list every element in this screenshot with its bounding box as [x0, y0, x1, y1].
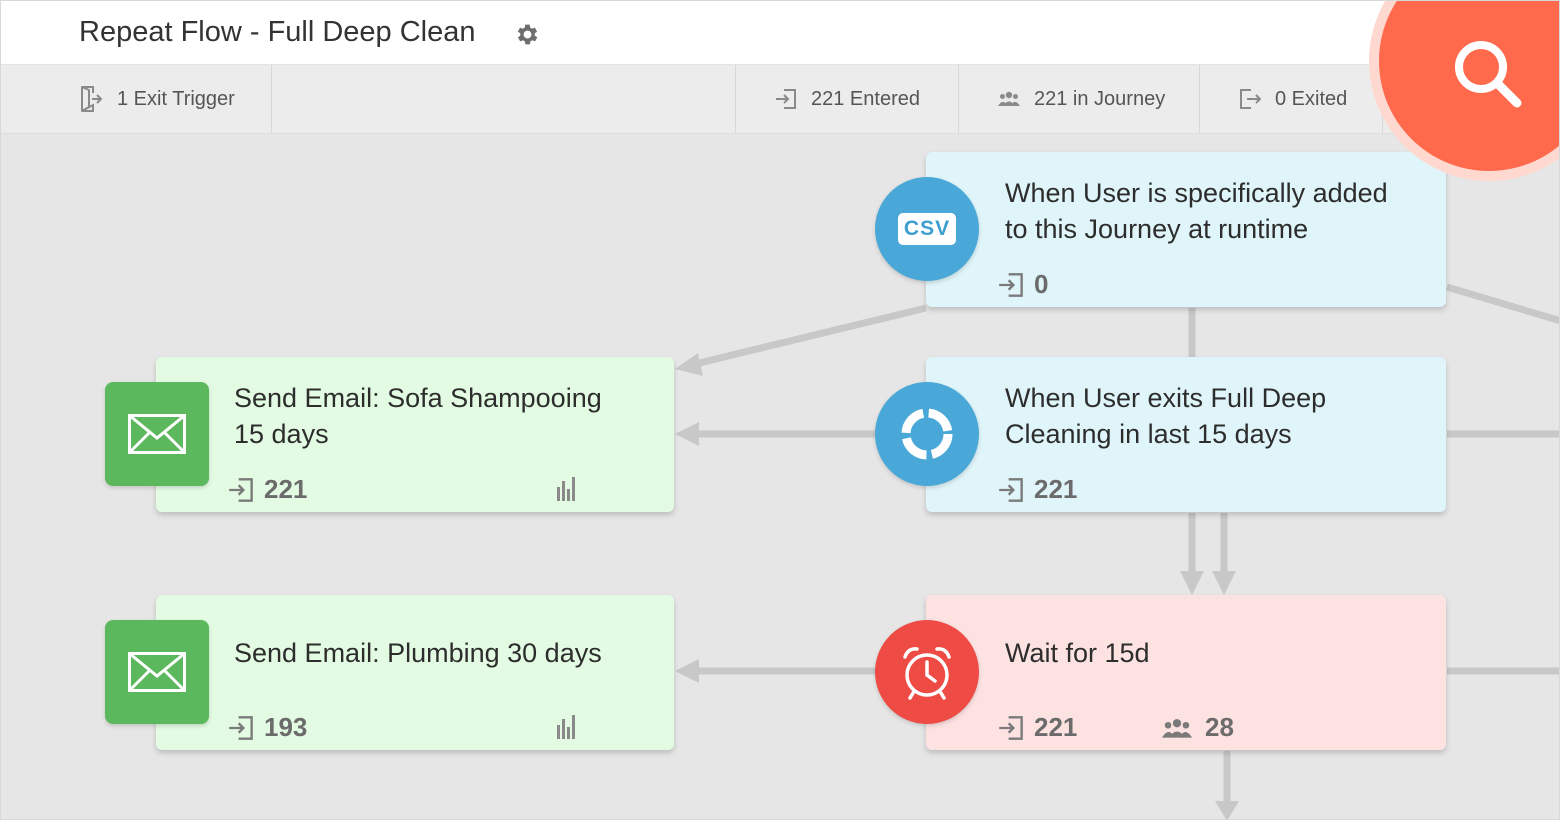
entered-value: 221 [1034, 712, 1078, 742]
node-title: Wait for 15d [1005, 635, 1435, 671]
enter-icon [999, 715, 1023, 740]
gear-icon[interactable] [514, 21, 541, 48]
entered-label: 221 Entered [811, 87, 920, 110]
bar-chart-icon[interactable] [556, 715, 578, 739]
exit-trigger-stat[interactable]: 1 Exit Trigger [79, 65, 235, 133]
node-title-line: Wait for 15d [1005, 638, 1150, 668]
exit-door-icon [81, 86, 103, 112]
header-bar: Repeat Flow - Full Deep Clean [1, 1, 1559, 65]
email-node-plumbing[interactable]: Send Email: Plumbing 30 days 193 [156, 595, 674, 750]
divider [271, 65, 272, 133]
waiting-value: 28 [1205, 712, 1234, 742]
users-icon [1161, 718, 1193, 738]
search-icon [1455, 41, 1522, 108]
in-journey-label: 221 in Journey [1034, 87, 1166, 110]
trigger-node-runtime[interactable]: When User is specifically added to this … [926, 152, 1446, 307]
divider [735, 65, 736, 133]
exit-icon [1240, 89, 1261, 109]
in-journey-stat[interactable]: 221 in Journey [998, 65, 1165, 133]
journey-stats-bar: 1 Exit Trigger 221 Entered 221 in Journe… [1, 65, 1559, 134]
entered-count: 221 [998, 712, 1077, 743]
entered-value: 193 [264, 712, 308, 742]
exit-trigger-label: 1 Exit Trigger [117, 87, 235, 110]
csv-tag: CSV [898, 213, 956, 245]
bar-chart-icon[interactable] [556, 477, 578, 501]
entered-count: 0 [998, 269, 1048, 300]
enter-icon [999, 272, 1023, 297]
node-title: When User exits Full Deep Cleaning in la… [1005, 380, 1435, 452]
node-title-line: Send Email: Sofa Shampooing [234, 383, 602, 413]
enter-icon [776, 89, 796, 109]
entered-stat[interactable]: 221 Entered [775, 65, 920, 133]
divider [1199, 65, 1200, 133]
email-node-sofa[interactable]: Send Email: Sofa Shampooing 15 days 221 [156, 357, 674, 512]
entered-value: 221 [264, 474, 308, 504]
segment-ring-icon [875, 382, 979, 486]
envelope-icon [105, 620, 209, 724]
enter-icon [229, 715, 253, 740]
waiting-count: 28 [1159, 712, 1234, 743]
entered-count: 193 [228, 712, 307, 743]
node-title-line: to this Journey at runtime [1005, 214, 1309, 244]
divider [958, 65, 959, 133]
entered-count: 221 [998, 474, 1077, 505]
node-title-line: Cleaning in last 15 days [1005, 419, 1292, 449]
trigger-node-exits[interactable]: When User exits Full Deep Cleaning in la… [926, 357, 1446, 512]
exited-stat[interactable]: 0 Exited [1239, 65, 1347, 133]
enter-icon [229, 477, 253, 502]
node-title: When User is specifically added to this … [1005, 175, 1435, 247]
node-title-line: 15 days [234, 419, 329, 449]
enter-icon [999, 477, 1023, 502]
entered-value: 221 [1034, 474, 1078, 504]
node-title: Send Email: Plumbing 30 days [234, 635, 664, 671]
wait-node[interactable]: Wait for 15d 221 28 [926, 595, 1446, 750]
node-title-line: When User exits Full Deep [1005, 383, 1327, 413]
csv-icon: CSV [875, 177, 979, 281]
node-title: Send Email: Sofa Shampooing 15 days [234, 380, 664, 452]
exited-label: 0 Exited [1275, 87, 1348, 110]
page-title: Repeat Flow - Full Deep Clean [79, 16, 476, 48]
envelope-icon [105, 382, 209, 486]
entered-value: 0 [1034, 269, 1049, 299]
node-title-line: When User is specifically added [1005, 178, 1388, 208]
alarm-clock-icon [875, 620, 979, 724]
csv-label: CSV [903, 217, 951, 240]
node-title-line: Send Email: Plumbing 30 days [234, 638, 602, 668]
users-icon [998, 91, 1020, 106]
entered-count: 221 [228, 474, 307, 505]
